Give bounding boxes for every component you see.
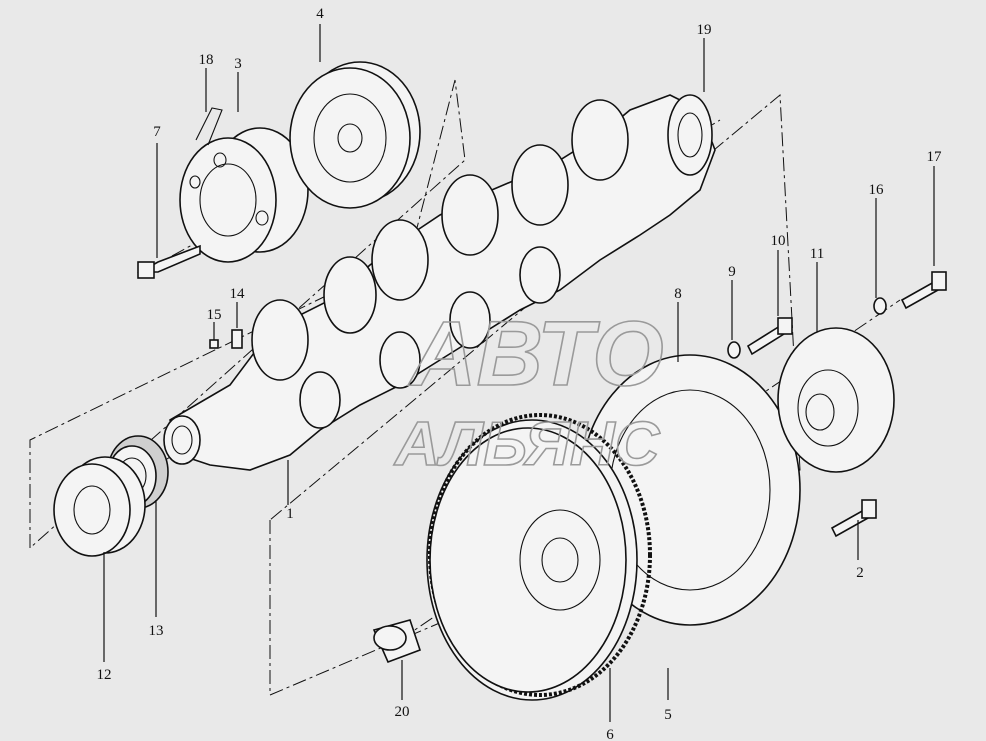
callout-8: 8 <box>674 286 682 302</box>
flange-bolt <box>746 317 793 356</box>
callout-16: 16 <box>869 182 885 198</box>
housing-bolt <box>900 271 947 310</box>
leader-lines <box>103 24 935 722</box>
flywheel <box>426 413 652 701</box>
callout-7: 7 <box>153 124 161 140</box>
callout-17: 17 <box>927 149 943 165</box>
callout-3: 3 <box>234 56 242 72</box>
callout-20: 20 <box>395 704 410 720</box>
washer-16 <box>873 297 887 315</box>
callout-18: 18 <box>199 52 214 68</box>
keys <box>209 329 243 349</box>
watermark-line-2: АЛЬЯНС <box>393 410 661 479</box>
callout-19: 19 <box>697 22 712 38</box>
callout-labels: 1 2 3 4 5 6 7 8 9 10 11 12 13 14 15 16 1… <box>97 6 943 741</box>
callout-13: 13 <box>149 623 164 639</box>
callout-11: 11 <box>810 246 824 262</box>
output-flange <box>777 327 895 473</box>
callout-14: 14 <box>230 286 246 302</box>
callout-4: 4 <box>316 6 324 22</box>
assembly-boundaries <box>29 79 801 696</box>
washer-9 <box>727 341 741 359</box>
pilot-bushing <box>372 619 422 664</box>
watermark-line-1: АВТО <box>408 303 664 405</box>
pulley-bolt <box>136 244 201 279</box>
front-hub <box>53 456 146 557</box>
flywheel-bolt <box>830 499 877 538</box>
torsional-damper <box>289 61 421 209</box>
callout-6: 6 <box>606 727 614 741</box>
crankshaft-pulley <box>179 107 309 263</box>
callout-10: 10 <box>771 233 786 249</box>
callout-12: 12 <box>97 667 112 683</box>
callout-2: 2 <box>856 565 864 581</box>
watermark: АВТО АЛЬЯНС <box>392 302 664 480</box>
callout-9: 9 <box>728 264 736 280</box>
crankshaft <box>163 94 716 471</box>
callout-5: 5 <box>664 707 672 723</box>
callout-1: 1 <box>286 506 294 522</box>
callout-15: 15 <box>207 307 222 323</box>
